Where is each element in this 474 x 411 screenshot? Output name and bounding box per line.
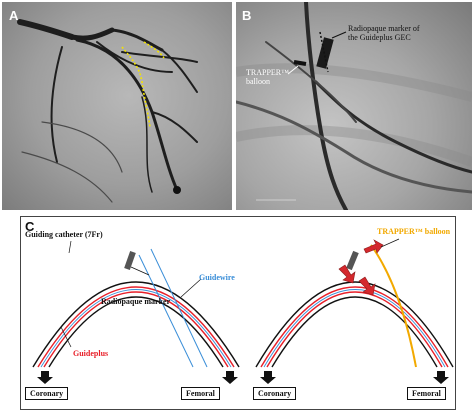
panel-a-letter: A: [9, 8, 19, 23]
coronary-right-label: Coronary: [253, 387, 297, 400]
panel-b-letter: B: [242, 8, 252, 23]
guideplus-label: Guideplus: [73, 349, 109, 358]
marker-label-line1: Radiopaque marker of: [348, 24, 420, 33]
angiogram-image: [17, 19, 198, 203]
red-arrows: [338, 239, 384, 296]
left-arch: [32, 248, 240, 368]
panel-c-letter: C: [25, 219, 35, 234]
schematic-diagram: [32, 238, 454, 384]
guiding-catheter-label: Guiding catheter (7Fr): [25, 230, 103, 239]
guidewire-label: Guidewire: [199, 273, 235, 282]
angiogram-panel-a: A: [2, 2, 232, 210]
right-arch: [255, 244, 454, 368]
balloon-label-line2: balloon: [246, 77, 270, 86]
trapper-balloon-label: TRAPPER™ balloon: [377, 227, 451, 236]
fluoroscopy-panel-b: B Radiopaque marker of the Guideplus GEC…: [236, 2, 472, 210]
marker-label-line2: the Guideplus GEC: [348, 33, 411, 42]
schematic-panel-c: C Guiding catheter (7Fr) Guidewire Radio…: [20, 216, 456, 410]
femoral-left-label: Femoral: [181, 387, 220, 400]
fluoroscopy-image: [236, 2, 472, 210]
down-arrows: [37, 371, 449, 384]
femoral-right-label: Femoral: [407, 387, 446, 400]
coronary-left-label: Coronary: [25, 387, 69, 400]
balloon-label-line1: TRAPPER™: [246, 68, 289, 77]
radiopaque-marker-label: Radiopaque marker: [101, 297, 171, 306]
